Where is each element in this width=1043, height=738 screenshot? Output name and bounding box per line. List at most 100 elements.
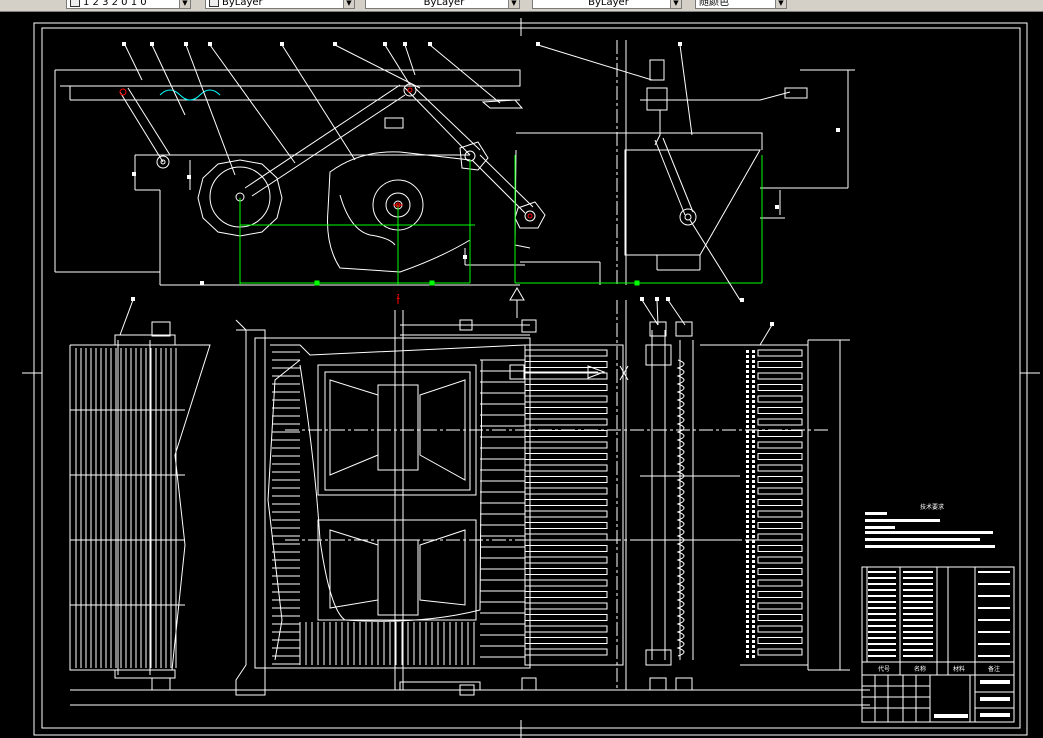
linetype-combo[interactable]: ByLayer ▼ <box>365 0 520 9</box>
chevron-down-icon: ▼ <box>179 0 190 8</box>
bolt <box>746 350 749 353</box>
bolt <box>752 410 755 413</box>
tech-note-line <box>865 538 980 541</box>
tech-note-line <box>865 531 993 534</box>
bolt <box>746 640 749 643</box>
toolbar: 1 2 3 2 0 1 0 ▼ ByLayer ▼ ByLayer ▼ ByLa… <box>0 0 1043 12</box>
bolt <box>752 390 755 393</box>
tech-requirements-lines <box>865 512 995 548</box>
tb-row-text <box>868 601 896 603</box>
bolt <box>746 655 749 658</box>
tb-drawing-number <box>980 713 1010 717</box>
bolt <box>752 520 755 523</box>
tech-note-line <box>865 545 995 548</box>
tine <box>757 499 803 506</box>
layer-combo[interactable]: 1 2 3 2 0 1 0 ▼ <box>66 0 191 9</box>
bolt <box>752 485 755 488</box>
bolt <box>746 620 749 623</box>
left-grille <box>70 348 185 668</box>
layer-icon <box>70 0 80 7</box>
bolt <box>746 625 749 628</box>
tine <box>524 395 608 403</box>
tb-row-text <box>903 625 933 627</box>
highlight-marks <box>119 87 533 304</box>
bolt <box>746 610 749 613</box>
tine <box>524 591 608 598</box>
bolt <box>752 630 755 633</box>
bolt <box>746 605 749 608</box>
bolt <box>746 490 749 493</box>
bolt <box>746 380 749 383</box>
bolt <box>752 350 755 353</box>
bolt <box>746 600 749 603</box>
tine <box>757 384 803 391</box>
bolt <box>752 400 755 403</box>
bolt <box>752 460 755 463</box>
tine <box>524 579 608 587</box>
plotstyle-combo[interactable]: 随颜色 ▼ <box>695 0 787 9</box>
bolt <box>746 535 749 538</box>
tb-product-name <box>980 697 1010 701</box>
inner-frame <box>41 27 1021 729</box>
tine <box>757 453 803 460</box>
chevron-down-icon: ▼ <box>343 0 354 8</box>
tb-row-text <box>868 655 896 657</box>
bolt <box>746 475 749 478</box>
tech-requirements-title: 技术要求 <box>920 503 944 511</box>
bolt <box>746 500 749 503</box>
tech-note-line <box>865 519 940 522</box>
bolt <box>752 605 755 608</box>
bolt <box>746 560 749 563</box>
bolt <box>752 455 755 458</box>
tech-note-line <box>865 526 895 529</box>
bolt <box>746 365 749 368</box>
color-combo[interactable]: ByLayer ▼ <box>205 0 355 9</box>
tb-row-text <box>903 571 933 573</box>
tb-row-text <box>978 595 1010 597</box>
bolt <box>752 545 755 548</box>
spring-coil <box>676 359 685 657</box>
bolt <box>746 425 749 428</box>
bolt <box>746 565 749 568</box>
leader-lines <box>124 44 741 301</box>
bolt <box>746 645 749 648</box>
bolt <box>752 645 755 648</box>
tb-row-text <box>868 607 896 609</box>
tine <box>757 614 803 621</box>
bolt <box>746 450 749 453</box>
bolt-column <box>746 350 755 658</box>
tine <box>524 349 608 357</box>
tb-row-text <box>868 589 896 591</box>
bolt <box>752 570 755 573</box>
bolt <box>752 370 755 373</box>
bolt <box>752 450 755 453</box>
tb-row-text <box>868 571 896 573</box>
bolt <box>752 470 755 473</box>
bolt <box>752 480 755 483</box>
bolt <box>746 375 749 378</box>
tb-row-text <box>903 631 933 633</box>
bolt <box>746 405 749 408</box>
plan-view <box>69 287 870 706</box>
chevron-down-icon: ▼ <box>508 0 519 8</box>
bolt <box>746 510 749 513</box>
tine <box>524 407 608 414</box>
bolt <box>752 530 755 533</box>
section-label: 1 <box>396 293 400 301</box>
tine <box>524 384 608 391</box>
tine <box>524 522 608 529</box>
lineweight-combo[interactable]: ByLayer ▼ <box>532 0 682 9</box>
bolt <box>752 620 755 623</box>
tb-row-text <box>868 637 896 639</box>
bolt <box>746 385 749 388</box>
bolt <box>752 640 755 643</box>
bolt <box>746 540 749 543</box>
tb-row-text <box>903 613 933 615</box>
bolt <box>746 550 749 553</box>
title-block-rows <box>868 571 1010 718</box>
bolt <box>752 435 755 438</box>
bolt <box>752 500 755 503</box>
bolt <box>746 580 749 583</box>
cad-drawing-canvas[interactable]: 技术要求 代号 名称 材料 备注 1 <box>0 11 1043 738</box>
color-swatch-icon <box>209 0 219 7</box>
